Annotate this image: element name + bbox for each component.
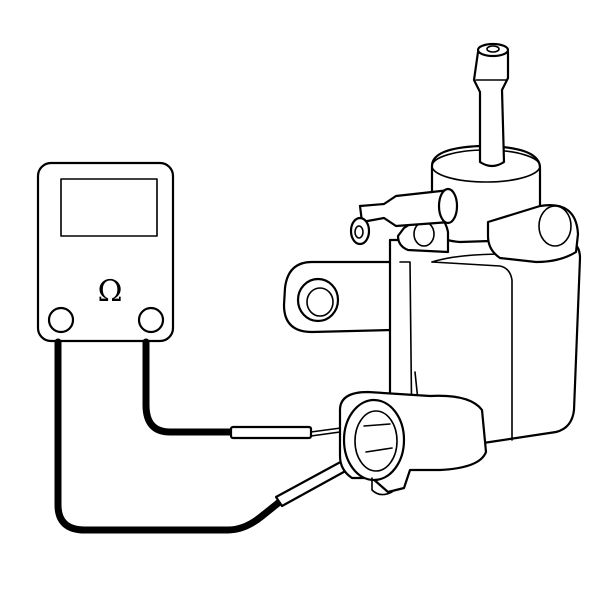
upper-probe-handle [229,425,313,440]
ohmmeter: Ω [36,161,175,343]
horizontal-vacuum-port [358,188,452,228]
vertical-port-opening [476,42,510,58]
upper-test-lead-wire [142,338,236,436]
vertical-port-bore [486,45,500,53]
connector-terminal-lower [365,447,393,453]
solenoid-valve [282,42,582,496]
mounting-hole-inner [306,287,334,317]
saddle-right [486,204,580,264]
connector-opening [342,398,406,482]
saddle-right-boss [538,205,572,247]
horizontal-port-collar [437,187,459,225]
vertical-vacuum-port [472,50,510,168]
lower-probe-handle [274,457,353,508]
meter-body [36,161,175,343]
meter-display [60,178,158,237]
horizontal-port-opening [349,216,371,246]
horizontal-port-bore [354,225,364,239]
valve-body-front-edge [431,261,513,441]
meter-unit-symbol: Ω [98,274,123,309]
connector-terminal-upper [363,423,391,427]
meter-left-jack [47,306,75,334]
lower-test-lead-wire [54,338,286,534]
meter-right-jack [137,306,165,334]
connector-opening-inner [354,410,398,472]
valve-body-left-face [399,261,413,446]
mounting-hole-outer [296,277,340,323]
connector-latch [371,477,393,496]
